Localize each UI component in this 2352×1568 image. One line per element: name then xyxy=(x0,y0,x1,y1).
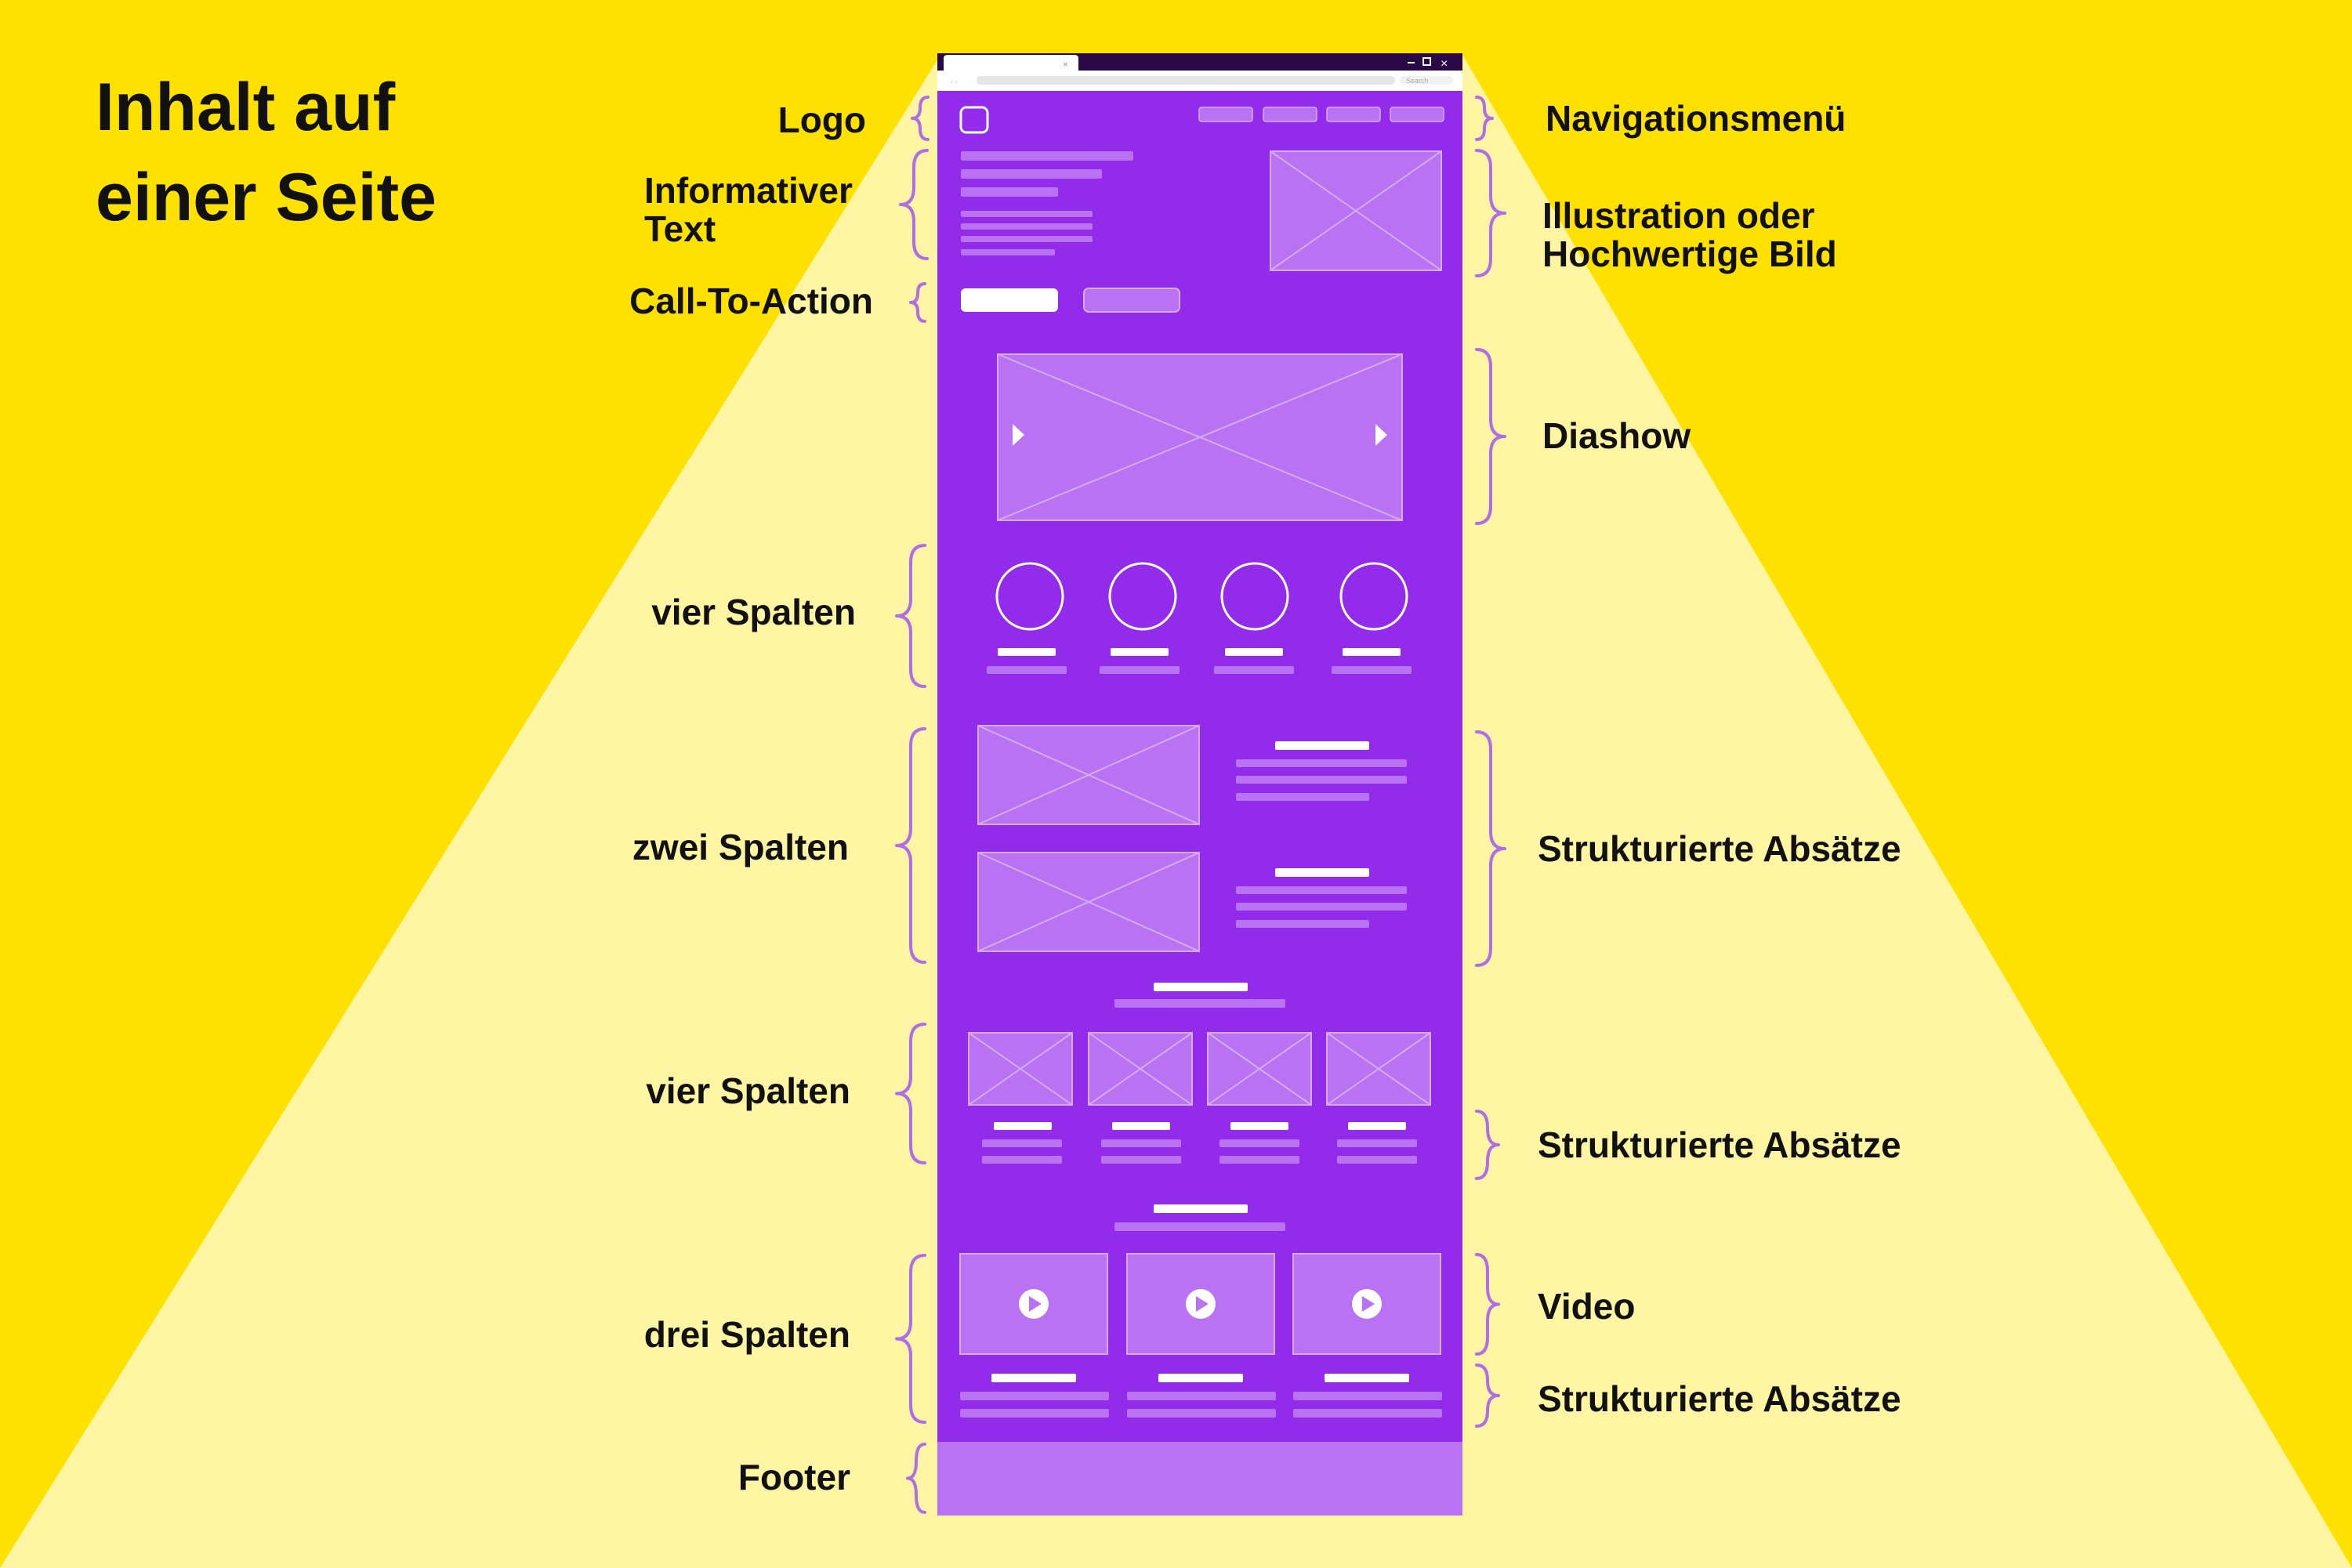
label-slideshow: Diashow xyxy=(1542,415,1691,456)
brace-structured-paragraphs-3 xyxy=(1475,1363,1500,1428)
footer-block xyxy=(937,1442,1462,1515)
brace-four-columns-2 xyxy=(895,1023,926,1164)
cta-secondary-button[interactable] xyxy=(1083,288,1180,313)
brace-footer xyxy=(906,1443,926,1514)
section-heading-placeholder xyxy=(1114,1204,1285,1231)
search-bar[interactable] xyxy=(1400,76,1453,85)
address-bar[interactable] xyxy=(977,76,1395,85)
play-icon[interactable] xyxy=(1186,1289,1216,1319)
title-line-2: einer Seite xyxy=(96,160,437,235)
slideshow-next-arrow-icon[interactable] xyxy=(1375,424,1387,446)
search-placeholder: Search xyxy=(1406,77,1429,85)
brace-structured-paragraphs-1 xyxy=(1475,730,1506,967)
browser-window-bar: × × ‹ › Search xyxy=(937,53,1462,91)
label-structured-paragraphs-3: Strukturierte Absätze xyxy=(1538,1378,1901,1419)
browser-nav-arrows-icon: ‹ › xyxy=(951,78,958,85)
three-columns-videos xyxy=(959,1253,1441,1355)
label-three-columns: drei Spalten xyxy=(643,1314,850,1355)
window-close-icon: × xyxy=(1441,57,1448,71)
label-informative-text-line-2: Text xyxy=(644,208,716,249)
four-columns-thumbnails xyxy=(968,1032,1431,1164)
brace-four-columns-1 xyxy=(895,544,926,688)
window-minimize-icon xyxy=(1408,62,1415,63)
brace-navigation-menu xyxy=(1475,96,1494,141)
brace-call-to-action xyxy=(909,282,926,323)
tab-close-icon: × xyxy=(1063,59,1068,70)
annotation-braces xyxy=(895,96,1506,1514)
logo-icon xyxy=(959,106,989,134)
section-heading-placeholder xyxy=(1114,983,1285,1008)
label-logo: Logo xyxy=(777,100,866,140)
label-four-columns-1: vier Spalten xyxy=(651,592,856,632)
hero-text-placeholder xyxy=(961,151,1133,255)
window-maximize-icon xyxy=(1422,57,1431,66)
label-two-columns: zwei Spalten xyxy=(632,827,849,867)
two-columns-rows xyxy=(977,725,1407,952)
brace-illustration xyxy=(1475,149,1506,277)
brace-structured-paragraphs-2 xyxy=(1475,1110,1500,1180)
label-structured-paragraphs-2: Strukturierte Absätze xyxy=(1538,1124,1901,1165)
brace-informative-text xyxy=(899,149,929,260)
cta-primary-button[interactable] xyxy=(961,288,1058,312)
page-title: Inhalt auf einer Seite xyxy=(96,63,437,243)
label-illustration-line-1: Illustration oder xyxy=(1542,195,1815,236)
brace-slideshow xyxy=(1475,348,1506,525)
hero-illustration-placeholder xyxy=(1270,150,1442,271)
nav-item[interactable] xyxy=(1198,107,1253,122)
label-call-to-action: Call-To-Action xyxy=(629,281,873,321)
label-footer: Footer xyxy=(737,1457,850,1497)
brace-logo xyxy=(911,96,930,141)
nav-item[interactable] xyxy=(1326,107,1381,122)
slideshow-prev-arrow-icon[interactable] xyxy=(1013,424,1024,446)
three-columns-text-placeholder xyxy=(960,1374,1442,1418)
label-illustration-line-2: Hochwertige Bild xyxy=(1542,234,1837,274)
label-structured-paragraphs-1: Strukturierte Absätze xyxy=(1538,828,1901,869)
brace-video xyxy=(1475,1253,1500,1356)
label-informative-text-line-1: Informativer xyxy=(644,170,853,211)
brace-three-columns xyxy=(895,1254,926,1424)
nav-item[interactable] xyxy=(1263,107,1317,122)
four-columns-circles xyxy=(987,562,1412,674)
slideshow-placeholder xyxy=(997,353,1403,521)
brace-two-columns xyxy=(895,727,926,964)
play-icon[interactable] xyxy=(1019,1289,1049,1319)
navigation-menu[interactable] xyxy=(1198,107,1444,122)
title-line-1: Inhalt auf xyxy=(96,70,396,145)
label-video: Video xyxy=(1538,1286,1636,1327)
nav-item[interactable] xyxy=(1390,107,1444,122)
label-navigation-menu: Navigationsmenü xyxy=(1546,98,1846,139)
play-icon[interactable] xyxy=(1352,1289,1382,1319)
label-four-columns-2: vier Spalten xyxy=(646,1070,850,1111)
